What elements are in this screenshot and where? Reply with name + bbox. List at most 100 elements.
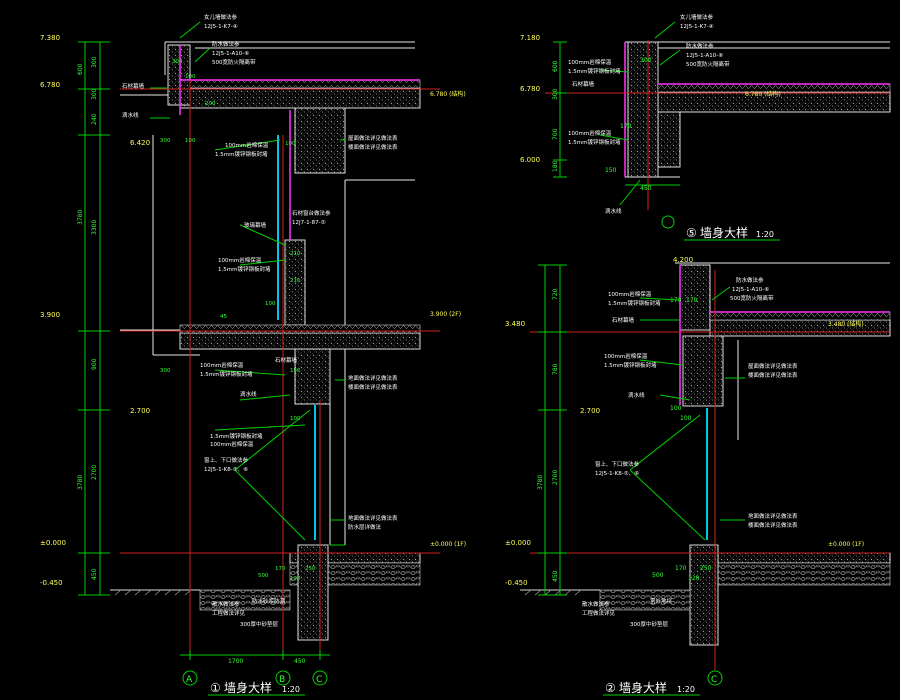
elevation-label: 6.780 (结构) [745, 90, 781, 98]
note: 防水层详做法 [348, 523, 382, 531]
left-dim-values: 600 300 300 240 3780 3300 900 2700 3780 … [77, 56, 98, 580]
note: 女儿墙做法参 [680, 13, 714, 21]
note: 屋面做法详见做法表 [748, 362, 798, 370]
grid-label-c: C [316, 675, 322, 685]
note: 屋面做法详见做法表 [348, 134, 398, 142]
dim-value: 100 [185, 138, 196, 144]
note: 12J5-1-K8-⑤、⑥ [204, 467, 248, 473]
note: 300厚中砂垫层 [630, 620, 668, 628]
dim-value: 600 [552, 60, 559, 72]
sidewalk-apron [199, 589, 291, 611]
note: 滴水线 [628, 391, 645, 399]
note: 地面做法详见做法表 [348, 374, 398, 382]
note: 100mm岩棉保温 [200, 361, 244, 369]
grid-bubbles: A B C [182, 670, 328, 686]
grid-bubble-a [182, 670, 198, 686]
note: 石材幕墙 [572, 80, 595, 88]
dim-value: 300 [91, 56, 98, 68]
note: 500宽防火隔离带 [686, 60, 730, 68]
annotation-notes: 女儿墙做法参 12J5-1-K7-④ 防水做法参 12J5-1-A10-⑥ 50… [122, 13, 398, 628]
elevation-label: 4.200 [673, 256, 693, 264]
dim-value: 300 [91, 88, 98, 100]
note: 1.5mm镀锌钢板封堵 [210, 432, 263, 440]
dim-value: 300 [640, 57, 652, 64]
title-number: ② [605, 681, 616, 695]
roof-slab [179, 87, 421, 109]
note: 石材幕墙 [275, 356, 298, 364]
note: 12J5-1-K7-④ [204, 24, 238, 30]
notes-5: 女儿墙做法参 12J5-1-K7-④ 防水做法参 12J5-1-A10-⑥ 50… [568, 13, 730, 215]
elevation-label: -0.450 [505, 579, 528, 587]
floor-beam-2f [294, 348, 331, 405]
note: 1.5mm镀锌钢板封堵 [218, 265, 271, 273]
note: 防水砂浆防潮 [252, 597, 286, 605]
dim-value: 450 [552, 570, 559, 582]
elevation-label: 7.180 [520, 34, 540, 42]
foundation-wall-2 [689, 544, 719, 646]
dim-value: 100 [670, 405, 682, 412]
note: 1.5mm镀锌钢板封堵 [200, 370, 253, 378]
dim-value: 150 [605, 167, 617, 174]
dim-value: 100 [290, 416, 301, 422]
left-dimension-chain-5 [553, 41, 567, 178]
note: 滴水线 [605, 207, 622, 215]
elevation-label: 7.380 [40, 34, 60, 42]
ground-gravel-2 [689, 562, 891, 586]
bottom-dims: 1700 450 [180, 650, 330, 665]
dim-value: 170 [670, 297, 682, 304]
leader-lines [150, 21, 345, 546]
dim-value: 170 [620, 123, 632, 130]
title-scale: 1:20 [677, 685, 695, 694]
dim-value: 720 [552, 288, 559, 300]
left-elevations: 7.380 6.780 6.420 3.900 2.700 ±0.000 -0.… [40, 34, 150, 587]
elevation-label: ±0.000 (1F) [828, 541, 864, 548]
title-number: ⑤ [686, 226, 697, 240]
dim-value: 250 [700, 565, 712, 572]
detail-bubble-5 [661, 215, 675, 229]
elevation-label: 6.780 [520, 85, 540, 93]
elevation-label: 6.780 [40, 81, 60, 89]
elevation-label: 2.700 [130, 407, 150, 415]
dim-value: 250 [305, 566, 316, 572]
dim-value: 100 [285, 141, 296, 147]
title-block-1: ① 墙身大样 1:20 [208, 680, 305, 696]
dim-value: 450 [640, 185, 652, 192]
note: 12J5-1-K8-⑤、⑥ [595, 471, 639, 477]
roof-insulation [179, 79, 421, 89]
title-scale: 1:20 [756, 230, 774, 239]
right-elevations: 6.780 (结构) 3.900 (2F) ±0.000 (1F) [430, 90, 466, 548]
dim-value: 900 [91, 358, 98, 370]
note: 散水做法参 [212, 600, 240, 608]
note: 1.5mm镀锌钢板封堵 [604, 361, 657, 369]
dim-value: 450 [91, 568, 98, 580]
dim-value: 170 [275, 566, 286, 572]
dim-value: 120 [290, 576, 301, 582]
note: 散水做法参 [582, 600, 610, 608]
note: 室外地坪 [650, 597, 673, 605]
note: 100mm岩棉保温 [218, 256, 262, 264]
note: 500宽防火隔离带 [212, 58, 256, 66]
elevation-label: 3.480 [505, 320, 525, 328]
grid-label-a: A [186, 675, 193, 685]
elevation-label: ±0.000 (1F) [430, 541, 466, 548]
note: 1.5mm镀锌钢板封堵 [568, 138, 621, 146]
dim-value: 2700 [91, 465, 98, 480]
dim-value: 450 [294, 658, 306, 665]
note: 防水做法参 [686, 42, 714, 50]
elevation-label: 6.780 (结构) [430, 90, 466, 98]
note: 12J5-1-A10-⑥ [212, 51, 249, 57]
dim-value: 100 [265, 301, 276, 307]
title-text: 墙身大样 [224, 680, 272, 695]
note: 100mm岩棉保温 [608, 290, 652, 298]
dim-value: 210 [290, 251, 301, 257]
beam-2 [682, 335, 724, 407]
note: 楼面做法详见做法表 [348, 143, 398, 151]
inner-dims: 300 100 200 300 100 45 300 150 100 500 1… [160, 59, 316, 582]
note: 工程做法详见 [212, 609, 246, 617]
dim-value: 3780 [77, 475, 84, 490]
dim-value: 3780 [77, 210, 84, 225]
elevation-label: 3.480 (结构) [828, 320, 864, 328]
elevation-label: 2.700 [580, 407, 600, 415]
floor-finish-2f [179, 324, 421, 334]
grid-bubble-c [312, 670, 328, 686]
